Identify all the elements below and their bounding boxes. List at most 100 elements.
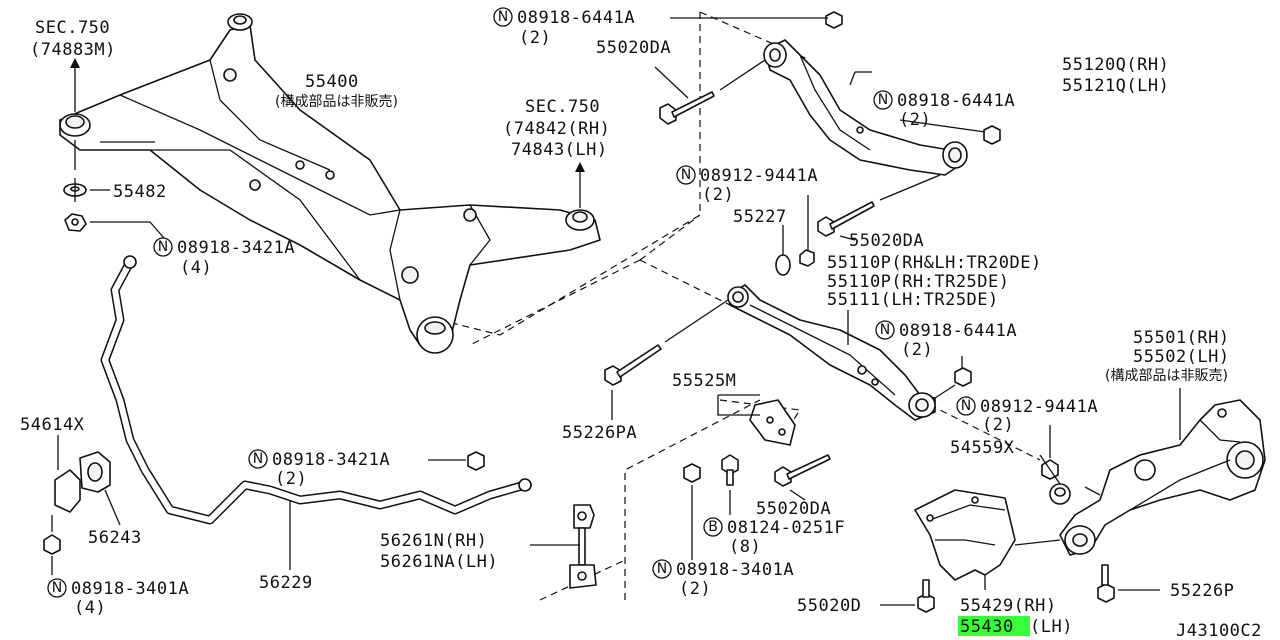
label-55121q: 55121Q(LH) xyxy=(1062,76,1169,96)
n-marker-icon xyxy=(873,90,893,110)
n-marker-letter: N xyxy=(880,322,890,338)
label-55430-side: (LH) xyxy=(1030,617,1073,637)
washer-55227[interactable] xyxy=(775,254,791,276)
label-08918-3421a-1: 08918-3421A xyxy=(177,238,295,258)
upper-arm-55120q[interactable] xyxy=(763,39,968,176)
n-marker-letter: N xyxy=(961,398,971,414)
label-08918-6441a-top: 08918-6441A xyxy=(517,8,635,28)
bolt-08124-0251f[interactable] xyxy=(721,454,739,486)
label-55430[interactable]: 55430 xyxy=(960,617,1014,637)
label-group: SEC.750 (74883M) 55400 (構成部品は非販売) 55482 … xyxy=(20,7,1262,640)
label-55020da-2: 55020DA xyxy=(849,231,924,251)
label-08918-6441a-3: 08918-6441A xyxy=(899,321,1017,341)
label-08918-6441a-2: 08918-6441A xyxy=(897,91,1015,111)
label-08918-6441a-2-qty: (2) xyxy=(899,110,931,130)
bolt-55226pa[interactable] xyxy=(604,344,662,386)
label-08918-3421a-2: 08918-3421A xyxy=(272,450,390,470)
knuckle-55501[interactable] xyxy=(1059,399,1266,556)
bolt-55020da[interactable] xyxy=(817,201,875,237)
label-56243: 56243 xyxy=(88,528,142,548)
nut-icon[interactable] xyxy=(983,125,1001,145)
connecting-rod-56261n[interactable] xyxy=(569,504,597,589)
bolt-55020da[interactable] xyxy=(659,91,715,125)
label-74842: (74842(RH) xyxy=(503,119,610,139)
label-08912-9441a-1: 08912-9441A xyxy=(700,166,818,186)
nut-icon[interactable] xyxy=(954,367,972,387)
n-marker-letter: N xyxy=(253,451,263,467)
label-08918-3401a-1-qty: (4) xyxy=(74,598,106,618)
crossmember-55400[interactable] xyxy=(59,13,601,354)
label-08124-0251f-qty: (8) xyxy=(729,537,761,557)
label-74843: 74843(LH) xyxy=(511,140,608,160)
n-marker-letter: N xyxy=(878,92,888,108)
nut-icon[interactable] xyxy=(64,213,87,232)
stabilizer-bar-56229[interactable] xyxy=(100,255,532,525)
nut-icon[interactable] xyxy=(799,249,815,267)
highlight-55430 xyxy=(958,616,1030,636)
label-55227: 55227 xyxy=(733,207,787,227)
bolt-55020d[interactable] xyxy=(917,579,935,613)
arrow-up-icon xyxy=(70,58,80,112)
spring-seat-55429[interactable] xyxy=(914,489,1016,581)
label-08918-6441a-top-qty: (2) xyxy=(519,28,551,48)
n-marker-icon xyxy=(493,7,513,27)
nut-icon[interactable] xyxy=(467,451,485,471)
label-55020d: 55020D xyxy=(797,596,861,616)
nut-icon[interactable] xyxy=(683,463,701,483)
label-55110p-b: 55110P(RH:TR25DE) xyxy=(827,272,1010,292)
label-74883m: (74883M) xyxy=(30,40,116,60)
n-marker-letter: N xyxy=(681,167,691,183)
label-55020da-3: 55020DA xyxy=(756,499,831,519)
label-08918-3401a-2-qty: (2) xyxy=(679,579,711,599)
label-08912-9441a-2-qty: (2) xyxy=(982,415,1014,435)
label-5550x-note: (構成部品は非販売) xyxy=(1105,368,1228,384)
nut-icon[interactable] xyxy=(43,534,61,555)
label-55226pa: 55226PA xyxy=(562,423,637,443)
label-55400-note: (構成部品は非販売) xyxy=(275,94,398,110)
label-55429: 55429(RH) xyxy=(960,596,1057,616)
clamp-54614x[interactable] xyxy=(54,469,81,513)
n-marker-icon xyxy=(47,578,67,598)
n-marker-letter: N xyxy=(158,239,168,255)
label-sec750-top: SEC.750 xyxy=(35,18,110,38)
label-08912-9441a-2: 08912-9441A xyxy=(980,397,1098,417)
n-marker-letter: N xyxy=(498,9,508,25)
label-54614x: 54614X xyxy=(20,415,85,435)
label-08918-3401a-2: 08918-3401A xyxy=(676,560,794,580)
n-marker-letter: N xyxy=(52,580,62,596)
nut-icon[interactable] xyxy=(825,11,843,29)
label-55110p-a: 55110P(RH&LH:TR20DE) xyxy=(827,253,1042,273)
n-marker-icon xyxy=(956,396,976,416)
arrow-up-icon xyxy=(575,162,585,208)
label-55020da-1: 55020DA xyxy=(596,38,671,58)
label-08912-9441a-1-qty: (2) xyxy=(702,185,734,205)
label-55482: 55482 xyxy=(113,182,167,202)
bolt-55020da[interactable] xyxy=(774,454,831,487)
n-marker-icon xyxy=(248,449,268,469)
label-56261na: 56261NA(LH) xyxy=(380,552,498,572)
bolt-55226p[interactable] xyxy=(1097,564,1115,603)
b-marker-letter: B xyxy=(708,519,718,535)
label-56261n: 56261N(RH) xyxy=(380,531,487,551)
diagram-code: J43100C2 xyxy=(1176,621,1262,640)
bushing-54559x[interactable] xyxy=(1049,483,1071,505)
bracket-55525m[interactable] xyxy=(749,399,796,446)
label-55226p: 55226P xyxy=(1170,581,1234,601)
label-sec750-mid: SEC.750 xyxy=(525,97,600,117)
label-55120q: 55120Q(RH) xyxy=(1062,55,1169,75)
n-marker-icon xyxy=(875,320,895,340)
n-marker-letter: N xyxy=(657,561,667,577)
label-55525m: 55525M xyxy=(672,371,736,391)
n-marker-icon xyxy=(676,165,696,185)
label-55400: 55400 xyxy=(305,72,359,92)
label-08918-3401a-1: 08918-3401A xyxy=(71,579,189,599)
n-marker-icon xyxy=(652,559,672,579)
label-56229: 56229 xyxy=(259,573,313,593)
label-08918-3421a-2-qty: (2) xyxy=(275,469,307,489)
label-08918-6441a-3-qty: (2) xyxy=(901,340,933,360)
bushing-56243[interactable] xyxy=(79,451,111,493)
label-55502: 55502(LH) xyxy=(1133,347,1230,367)
label-08918-3421a-1-qty: (4) xyxy=(180,258,212,278)
lower-arm-55110p[interactable] xyxy=(727,284,936,421)
